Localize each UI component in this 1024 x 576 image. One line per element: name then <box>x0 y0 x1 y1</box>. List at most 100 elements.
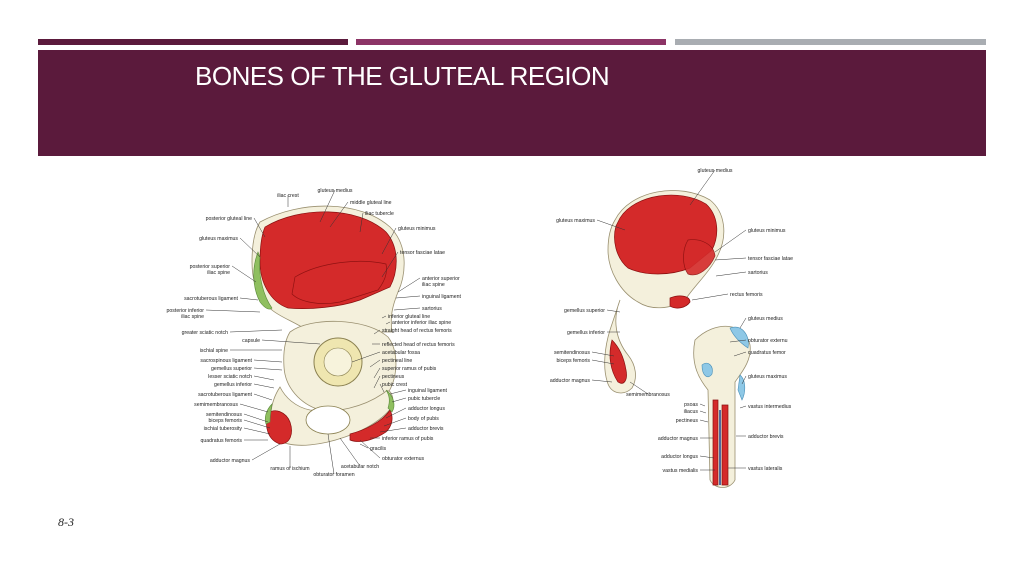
leader-line <box>591 351 615 357</box>
anatomy-label: iliac tubercle <box>365 211 394 217</box>
anatomy-label: tensor fasciae latae <box>748 256 793 262</box>
leader-line <box>339 437 361 467</box>
leader-line <box>715 271 747 277</box>
leader-line <box>379 383 385 393</box>
anatomy-label: vastus lateralis <box>748 466 783 472</box>
leader-line <box>253 393 273 401</box>
anatomy-label: posterior superior <box>190 264 231 270</box>
anatomy-label: adductor brevis <box>748 434 784 440</box>
leader-line <box>329 201 349 228</box>
leader-line <box>373 375 381 389</box>
leader-line <box>389 389 407 395</box>
leader-line <box>606 309 621 313</box>
anatomy-label: ischial spine <box>200 348 228 354</box>
anatomy-label: obturator externu <box>748 338 788 344</box>
leader-line <box>381 227 397 255</box>
anatomy-label: semitendinosus <box>206 412 242 418</box>
leader-line <box>629 381 649 395</box>
slide-title: BONES OF THE GLUTEAL REGION <box>195 61 610 91</box>
leader-line <box>243 413 269 423</box>
leader-line <box>229 329 283 333</box>
anatomy-label: body of pubis <box>408 416 439 422</box>
anatomy-label: sartorius <box>422 306 442 312</box>
leader-line <box>393 307 421 311</box>
anatomy-label: gluteus maximus <box>556 218 595 224</box>
top-bar-right <box>675 39 986 45</box>
anatomy-label: biceps femoris <box>557 358 591 364</box>
leader-line <box>391 397 407 403</box>
anatomy-label: iliacus <box>684 409 699 415</box>
leader-line <box>379 427 407 433</box>
leader-line <box>381 315 387 319</box>
leader-line <box>243 419 271 429</box>
leader-line <box>373 367 381 379</box>
anatomy-label: adductor magnus <box>210 458 250 464</box>
anatomy-label: inferior ramus of pubis <box>382 436 434 442</box>
leader-line <box>591 359 615 365</box>
anatomy-label: iliac crest <box>277 193 299 199</box>
leader-line <box>327 433 335 475</box>
femur-drawing <box>604 190 751 488</box>
leader-line <box>699 410 707 414</box>
leader-line <box>699 403 706 407</box>
leader-line <box>261 339 321 345</box>
anatomy-label: iliac spine <box>422 282 445 288</box>
leader-line <box>253 383 275 389</box>
anatomy-label: rectus femoris <box>730 292 763 298</box>
anatomy-label: reflected head of rectus femoris <box>382 342 455 348</box>
leader-line <box>373 329 381 335</box>
anatomy-label: pubic tubercle <box>408 396 440 402</box>
anatomy-label: semimembranosus <box>194 402 238 408</box>
leader-line <box>231 265 257 283</box>
anatomy-label: inguinal ligament <box>422 294 461 300</box>
anatomy-label: gemellus inferior <box>214 382 252 388</box>
anatomy-label: gluteus medius <box>698 168 733 174</box>
anatomy-label: quadratus femor <box>748 350 786 356</box>
anatomy-label: acetabular fossa <box>382 350 420 356</box>
anatomy-label: semimembranosus <box>626 392 670 398</box>
leader-line <box>385 321 391 325</box>
anatomy-label: straight head of rectus femoris <box>382 328 452 334</box>
anatomy-label: middle gluteal line <box>350 200 392 206</box>
anatomy-label: gracilis <box>370 446 387 452</box>
leader-line <box>359 439 381 459</box>
leader-line <box>739 405 747 409</box>
leader-line <box>714 229 747 253</box>
anatomy-label: acetabular notch <box>341 464 379 470</box>
leader-line <box>351 351 381 363</box>
hip-bone-drawing <box>251 205 405 446</box>
anatomy-label: gemellus superior <box>564 308 605 314</box>
leader-line <box>243 427 271 435</box>
leader-line <box>395 295 421 299</box>
leader-line <box>319 189 336 223</box>
anatomy-label: gluteus medius <box>318 188 353 194</box>
title-banner: BONES OF THE GLUTEAL REGION <box>38 50 986 156</box>
anatomy-label: gluteus maximus <box>199 236 238 242</box>
leader-line <box>239 237 261 258</box>
leader-line <box>385 407 407 419</box>
leader-line <box>253 359 283 363</box>
anatomy-label: sacrotuberous ligament <box>198 392 252 398</box>
anatomy-label: adductor magnus <box>550 378 590 384</box>
anatomy-label: tensor fasciae latae <box>400 250 445 256</box>
anatomy-label: pubic crest <box>382 382 408 388</box>
leader-line <box>689 169 716 206</box>
anatomy-label: pectineal line <box>382 358 412 364</box>
leader-line <box>239 403 269 413</box>
anatomy-label: adductor longus <box>661 454 698 460</box>
anatomy-label: greater sciatic notch <box>182 330 229 336</box>
anatomy-label: anterior inferior iliac spine <box>392 320 451 326</box>
anatomy-label: capsule <box>242 338 260 344</box>
anatomy-label: biceps femoris <box>209 418 243 424</box>
anatomy-label: gluteus maximus <box>748 374 787 380</box>
hip-bone-illustration: iliac crest gluteus medius middle gluteal … <box>167 188 462 478</box>
top-bar-left <box>38 39 348 45</box>
leader-line <box>741 375 747 385</box>
leader-line <box>691 293 729 301</box>
anatomy-label: gemellus inferior <box>567 330 605 336</box>
anatomy-label: gluteus medius <box>748 316 783 322</box>
leader-line <box>253 367 283 371</box>
anatomy-label: obturator externus <box>382 456 425 462</box>
leader-line <box>383 417 407 427</box>
